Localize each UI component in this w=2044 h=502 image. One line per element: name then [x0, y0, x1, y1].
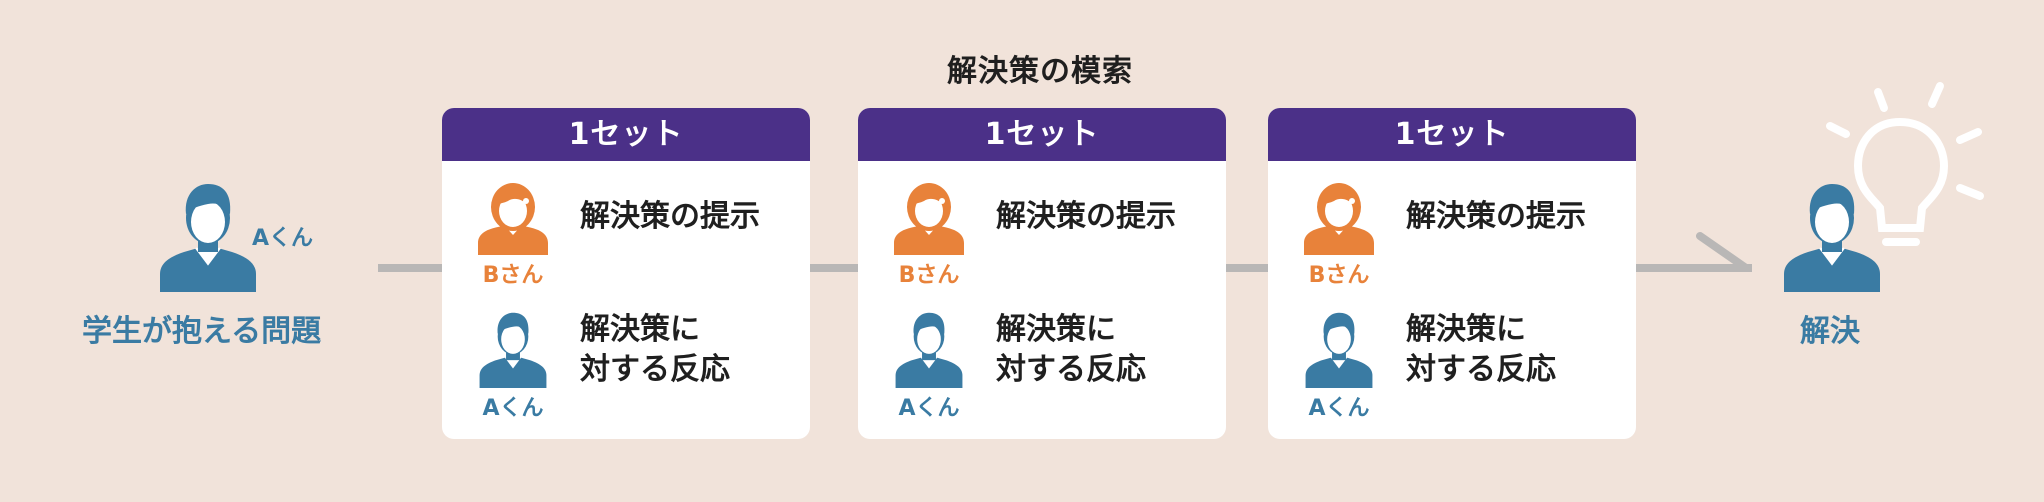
responder-name: Aくん — [1308, 396, 1370, 421]
proposal-text: 解決策の提示 — [1406, 199, 1586, 234]
diagram-title: 解決策の模索 — [947, 54, 1133, 89]
proposer-name: Bさん — [482, 263, 544, 288]
lightbulb-icon — [1826, 82, 1984, 246]
set-card: 1セット Bさん 解決策の提示 — [442, 108, 810, 439]
response-text-line2: 対する反応 — [580, 352, 730, 387]
male-person-icon — [894, 310, 964, 388]
response-text-line1: 解決策に — [1406, 312, 1526, 347]
proposal-text: 解決策の提示 — [580, 199, 760, 234]
male-person-icon — [1784, 184, 1880, 292]
card-header: 1セット — [1268, 108, 1636, 161]
response-text-line1: 解決策に — [580, 312, 700, 347]
response-text-line2: 対する反応 — [1406, 352, 1556, 387]
responder-name: Aくん — [898, 396, 960, 421]
male-person-icon — [478, 310, 548, 388]
set-card: 1セット Bさん 解決策の提示 — [1268, 108, 1636, 439]
responder-name: Aくん — [482, 396, 544, 421]
right-person-caption: 解決 — [1800, 314, 1860, 349]
arrow-head-icon — [1696, 232, 1750, 272]
male-person-icon — [160, 184, 256, 292]
proposer-name: Bさん — [898, 263, 960, 288]
response-text-line1: 解決策に — [996, 312, 1116, 347]
female-person-icon — [1304, 183, 1374, 255]
response-text-line2: 対する反応 — [996, 352, 1146, 387]
female-person-icon — [894, 183, 964, 255]
card-header: 1セット — [442, 108, 810, 161]
left-person-name: Aくん — [252, 226, 314, 251]
female-person-icon — [478, 183, 548, 255]
set-card: 1セット Bさん 解決策の提示 — [858, 108, 1226, 439]
card-header: 1セット — [858, 108, 1226, 161]
male-person-icon — [1304, 310, 1374, 388]
proposer-name: Bさん — [1308, 263, 1370, 288]
proposal-text: 解決策の提示 — [996, 199, 1176, 234]
left-person-caption: 学生が抱える問題 — [82, 314, 322, 349]
